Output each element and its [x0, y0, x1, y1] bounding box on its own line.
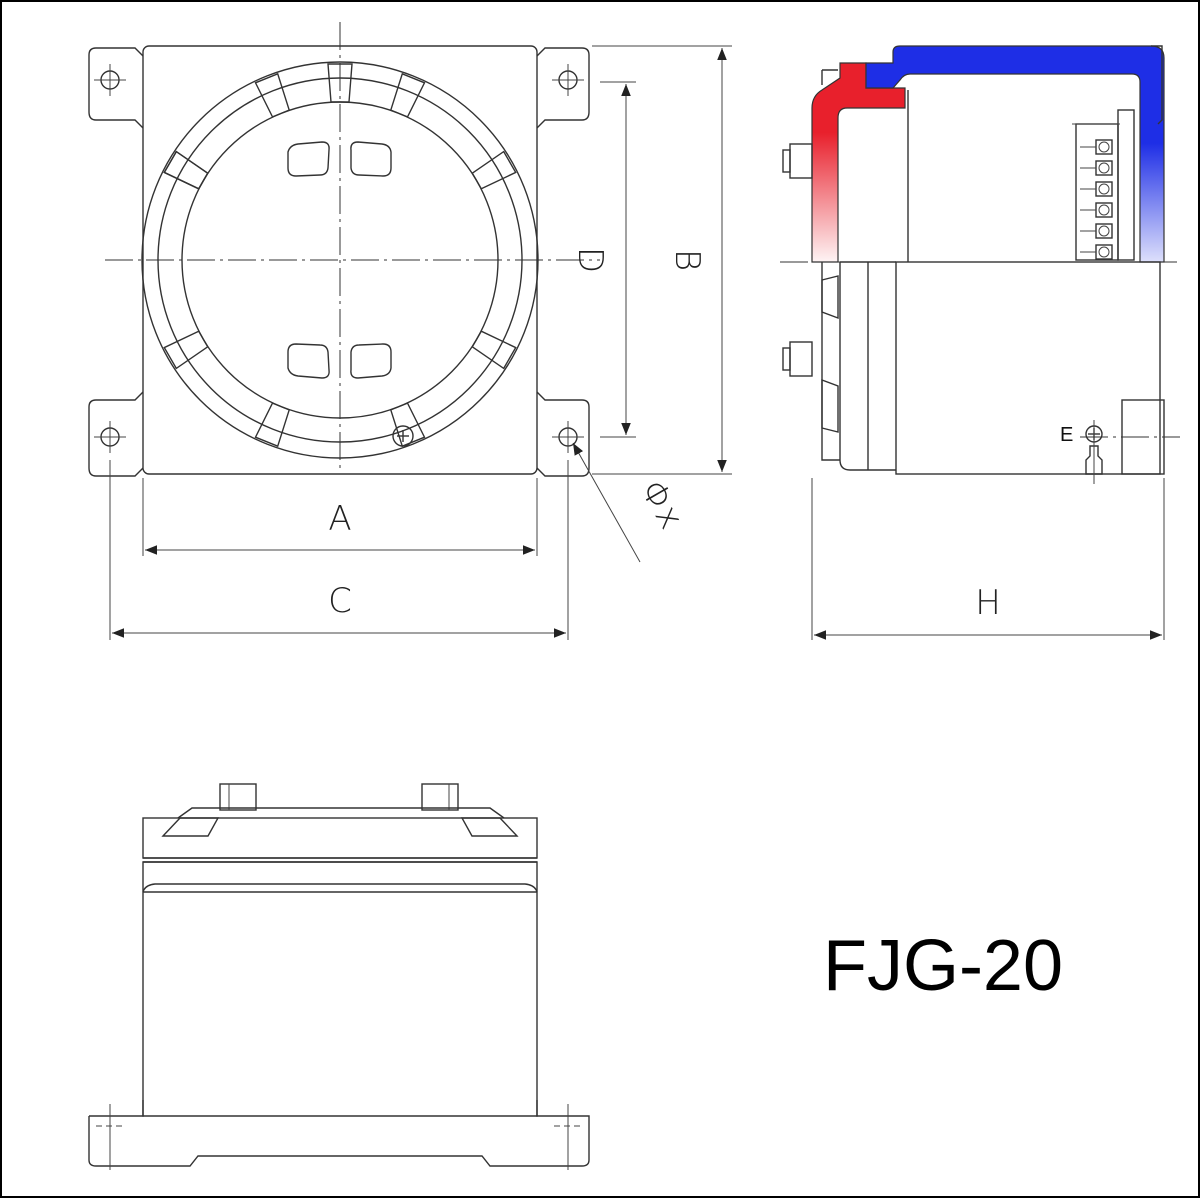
terminal-screw-icon: [1098, 246, 1110, 258]
body-section-red: [811, 62, 906, 263]
side-bolt: [789, 143, 813, 179]
side-view: E H: [780, 45, 1180, 640]
model-title: FJG-20: [823, 926, 1063, 1006]
side-flange: [821, 262, 840, 461]
cover-lug: [163, 330, 209, 370]
terminal-block: [1072, 109, 1135, 261]
mounting-lug-top-left: [88, 47, 144, 129]
dimension-h-label: H: [975, 583, 1001, 623]
side-bolt: [789, 341, 813, 377]
cover-slot: [287, 343, 330, 379]
cover-lug: [389, 402, 426, 448]
terminal-screw-icon: [1098, 204, 1110, 216]
mounting-lug-top-right: [536, 47, 590, 129]
cover-slot: [350, 141, 392, 177]
cover-section-blue: [865, 45, 1165, 263]
dimension-c-label: C: [328, 581, 352, 621]
hole-diameter-label: Φx: [632, 473, 691, 536]
front-cover-top: [177, 807, 505, 819]
earth-terminal-icon: [1085, 420, 1103, 484]
top-view: A C D B Φx: [88, 22, 732, 640]
earth-label: E: [1060, 424, 1073, 446]
cover-slot: [287, 141, 330, 177]
terminal-screw-icon: [1098, 162, 1110, 174]
mounting-hole-top-left: [94, 64, 126, 96]
side-body-lower: [895, 261, 1161, 475]
mounting-hole-bottom-right: [552, 421, 584, 453]
cover-slot: [350, 343, 392, 379]
dimension-b-label: B: [667, 249, 707, 271]
cover-lug: [327, 63, 353, 103]
hole-leader-line: [572, 442, 641, 563]
front-bolt: [421, 783, 459, 811]
cover-lugs: [163, 63, 517, 448]
terminal-screw-icon: [1098, 183, 1110, 195]
dimension-d-label: D: [570, 247, 610, 273]
cover-lug: [471, 150, 517, 190]
cover-lug: [389, 72, 426, 118]
terminal-screw-icon: [1098, 141, 1110, 153]
mounting-lug-bottom-left: [88, 391, 144, 477]
mounting-lug-bottom-right: [536, 391, 590, 477]
mounting-hole-bottom-left: [94, 421, 126, 453]
cover-lug: [163, 150, 209, 190]
terminal-screw-icon: [1098, 225, 1110, 237]
front-bolt: [219, 783, 257, 811]
cover-lug: [471, 330, 517, 370]
cover-lug: [254, 72, 291, 118]
front-view: [88, 783, 590, 1170]
cover-lug: [254, 402, 291, 448]
front-body: [142, 861, 538, 1117]
dimension-a-label: A: [328, 499, 351, 539]
earth-screw-icon: [392, 425, 414, 447]
front-base: [88, 1100, 590, 1167]
mounting-hole-top-right: [552, 64, 584, 96]
